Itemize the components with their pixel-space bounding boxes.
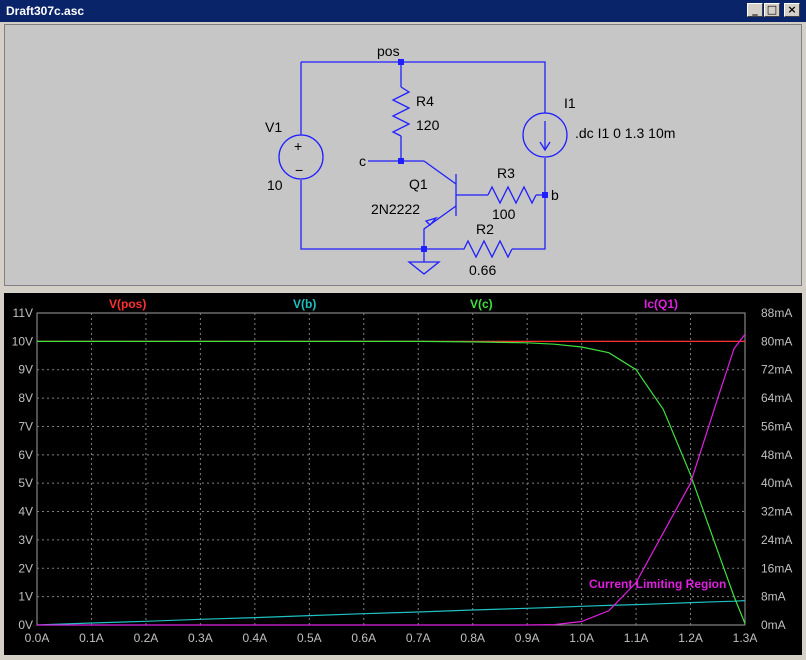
y-right-tick-label: 64mA <box>761 391 792 405</box>
y-left-tick-label: 0V <box>18 618 33 632</box>
label-r2-name: R2 <box>476 221 494 237</box>
x-tick-label: 1.3A <box>733 631 758 645</box>
y-left-tick-label: 4V <box>18 505 33 519</box>
x-tick-label: 0.3A <box>188 631 213 645</box>
wire-left-bottom <box>300 180 424 250</box>
q1-emitter-arrow <box>424 216 438 226</box>
y-left-tick-label: 7V <box>18 419 33 433</box>
y-right-tick-label: 56mA <box>761 419 792 433</box>
q1-collector <box>423 160 457 185</box>
label-v1-name: V1 <box>265 119 282 135</box>
annotation-current-limiting: Current Limiting Region <box>589 577 726 591</box>
schematic-canvas[interactable]: + − pos R4 120 V1 10 I1 .dc I1 0 1.3 10m… <box>4 24 802 286</box>
schematic-pane[interactable]: + − pos R4 120 V1 10 I1 .dc I1 0 1.3 10m… <box>4 24 802 286</box>
x-tick-label: 0.6A <box>351 631 376 645</box>
x-tick-label: 0.7A <box>406 631 431 645</box>
y-right-tick-label: 80mA <box>761 334 792 348</box>
legend-icq1[interactable]: Ic(Q1) <box>644 297 678 311</box>
y-right-tick-label: 16mA <box>761 561 792 575</box>
x-tick-label: 1.2A <box>678 631 703 645</box>
y-left-tick-label: 11V <box>13 306 33 320</box>
node-b[interactable] <box>542 192 548 198</box>
x-tick-label: 0.1A <box>79 631 104 645</box>
x-tick-label: 0.5A <box>297 631 322 645</box>
r2-symbol <box>424 239 513 259</box>
y-left-tick-label: 1V <box>18 590 33 604</box>
y-right-tick-label: 40mA <box>761 476 792 490</box>
wire-right <box>512 158 546 250</box>
label-b-node: b <box>551 187 559 203</box>
x-tick-label: 0.4A <box>243 631 268 645</box>
legend-vpos[interactable]: V(pos) <box>109 297 146 311</box>
q1-emitter <box>423 205 457 249</box>
waveform-pane[interactable]: 0.0A 0.1A 0.2A 0.3A 0.4A 0.5A 0.6A 0.7A 0.8A 0.9A… <box>4 293 802 655</box>
label-r3-name: R3 <box>497 165 515 181</box>
label-r3-value: 100 <box>492 206 516 222</box>
r4-symbol <box>391 86 411 137</box>
trace-vc[interactable] <box>37 340 746 624</box>
y-right-tick-label: 24mA <box>761 533 792 547</box>
node-c[interactable] <box>398 158 404 164</box>
v1-minus-sign: − <box>295 162 303 178</box>
trace-icq1[interactable] <box>37 333 746 626</box>
label-pos: pos <box>377 43 400 59</box>
label-c-node: c <box>359 153 366 169</box>
v1-plus-sign: + <box>294 138 302 154</box>
label-q1-name: Q1 <box>409 176 428 192</box>
label-r2-value: 0.66 <box>469 262 496 278</box>
trace-vb[interactable] <box>36 600 746 626</box>
y-right-tick-label: 0mA <box>761 618 786 632</box>
close-button[interactable]: × <box>784 3 800 17</box>
title-bar: Draft307c.asc _ □ × <box>0 0 806 22</box>
x-tick-label: 0.8A <box>460 631 485 645</box>
node-pos[interactable] <box>398 59 404 65</box>
label-r4-name: R4 <box>416 93 434 109</box>
x-tick-label: 0.2A <box>134 631 159 645</box>
r3-symbol <box>487 185 537 205</box>
label-q1-model: 2N2222 <box>371 201 420 217</box>
y-left-tick-label: 8V <box>18 391 33 405</box>
y-right-tick-label: 32mA <box>761 505 792 519</box>
y-left-tick-label: 5V <box>18 476 33 490</box>
x-tick-label: 1.1A <box>624 631 649 645</box>
minimize-button[interactable]: _ <box>747 3 763 17</box>
i1-circle <box>522 112 568 158</box>
label-i1-directive[interactable]: .dc I1 0 1.3 10m <box>575 125 675 141</box>
label-r4-value: 120 <box>416 117 440 133</box>
y-left-tick-label: 3V <box>18 533 33 547</box>
x-tick-label: 0.9A <box>515 631 540 645</box>
y-left-tick-label: 2V <box>18 561 33 575</box>
label-i1-name: I1 <box>564 95 576 111</box>
y-left-tick-label: 9V <box>18 363 33 377</box>
i1-arrow-head <box>539 141 551 152</box>
legend-vc[interactable]: V(c) <box>470 297 493 311</box>
legend-vb[interactable]: V(b) <box>293 297 316 311</box>
ground-icon <box>407 261 441 275</box>
y-right-tick-label: 8mA <box>761 590 786 604</box>
waveform-chart[interactable]: 0.0A 0.1A 0.2A 0.3A 0.4A 0.5A 0.6A 0.7A 0.8A 0.9A… <box>4 293 802 655</box>
node-ground[interactable] <box>421 246 427 252</box>
window-title: Draft307c.asc <box>6 4 85 18</box>
maximize-button[interactable]: □ <box>764 3 780 17</box>
y-right-tick-label: 88mA <box>761 306 792 320</box>
y-right-tick-label: 48mA <box>761 448 792 462</box>
v1-circle <box>278 134 324 180</box>
y-left-tick-label: 6V <box>18 448 33 462</box>
y-left-tick-label: 10V <box>12 334 33 348</box>
y-right-tick-label: 72mA <box>761 363 792 377</box>
x-tick-label: 1.0A <box>569 631 594 645</box>
wire-top <box>301 61 546 113</box>
label-v1-value: 10 <box>267 177 283 193</box>
x-tick-label: 0.0A <box>25 631 50 645</box>
